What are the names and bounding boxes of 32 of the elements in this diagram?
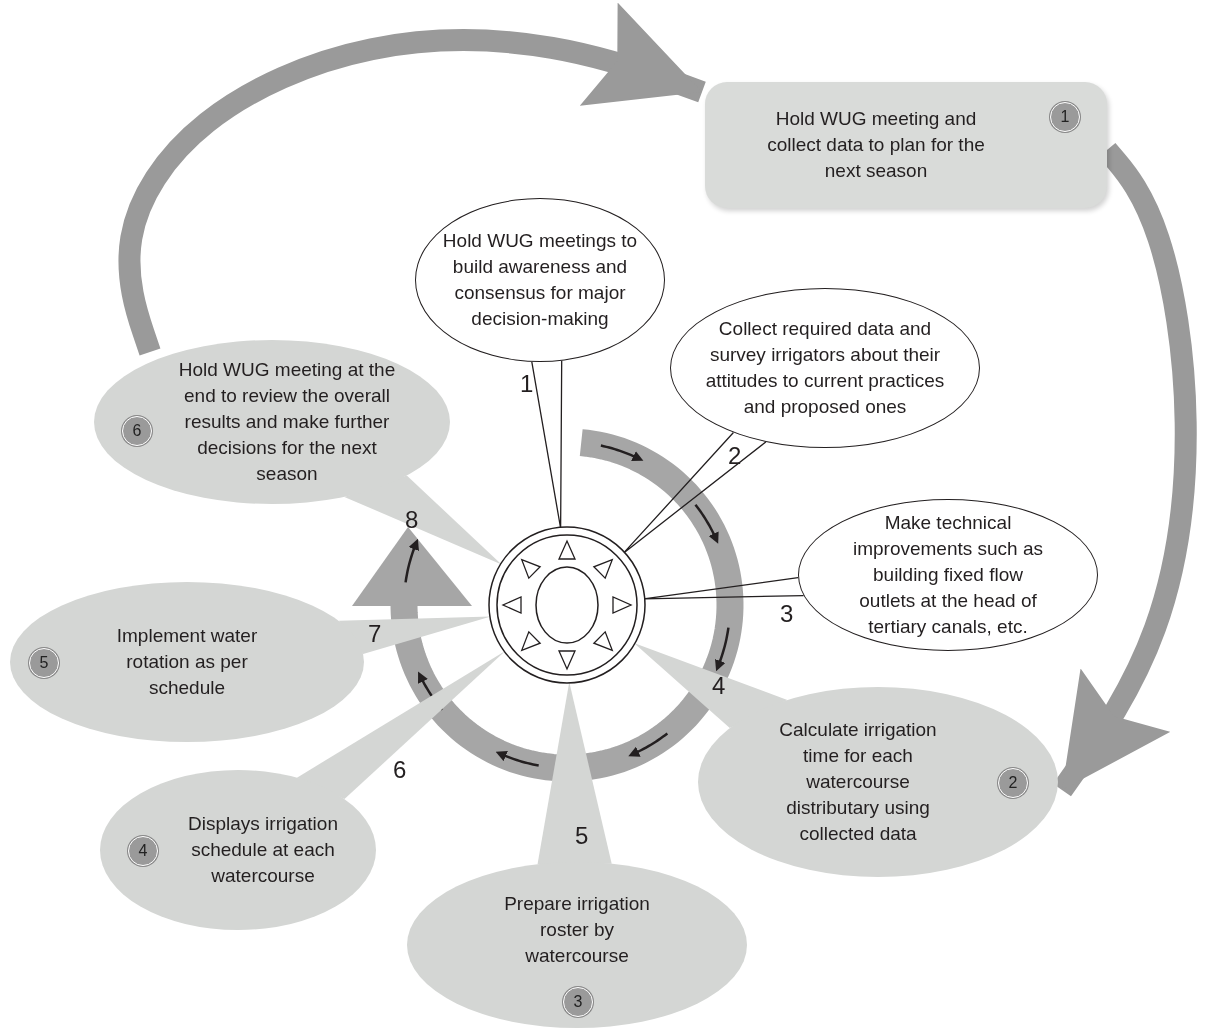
callout-pointer <box>338 616 491 654</box>
step-text: Hold WUG meeting and collect data to plan for the next season <box>766 107 986 183</box>
step-text: Make technical improvements such as building fixed flow outlets at the head of tertiary canals, etc. <box>851 511 1045 639</box>
step-text: Hold WUG meeting at the end to review the overall results and make further decisions for the next season <box>177 358 397 486</box>
step-number: 3 <box>563 987 593 1017</box>
step-text: Collect required data and survey irrigators about their attitudes to current practices and proposed ones <box>704 317 946 419</box>
step-text: Displays irrigation schedule at each watercourse <box>187 812 339 888</box>
step-text: Calculate irrigation time for each watercourse distributary using collected data <box>778 718 938 846</box>
curved-arrow <box>118 2 706 356</box>
step-number: 5 <box>29 648 59 678</box>
callout-number: 8 <box>405 506 419 534</box>
step-text: Prepare irrigation roster by watercourse <box>503 892 651 968</box>
callout-number: 1 <box>520 370 534 398</box>
step-text: Implement water rotation as per schedule <box>115 624 259 700</box>
step-number: 1 <box>1050 102 1080 132</box>
callout-number: 7 <box>368 620 382 648</box>
step-number: 6 <box>122 416 152 446</box>
step-number: 2 <box>998 768 1028 798</box>
callout-number: 5 <box>575 822 589 850</box>
step-number: 4 <box>128 836 158 866</box>
callout-pointer <box>537 681 612 865</box>
leader-line <box>623 431 767 554</box>
step-text: Hold WUG meetings to build awareness and consensus for major decision-making <box>441 229 639 331</box>
callout-pointer <box>633 643 788 729</box>
callout-number: 6 <box>393 756 407 784</box>
callout-number: 3 <box>780 600 794 628</box>
leader-line <box>531 360 563 529</box>
callout-pointer <box>296 651 506 800</box>
step-box <box>705 82 1107 208</box>
callout-pointer <box>344 475 502 565</box>
callout-number: 2 <box>728 442 742 470</box>
callout-number: 4 <box>712 672 726 700</box>
